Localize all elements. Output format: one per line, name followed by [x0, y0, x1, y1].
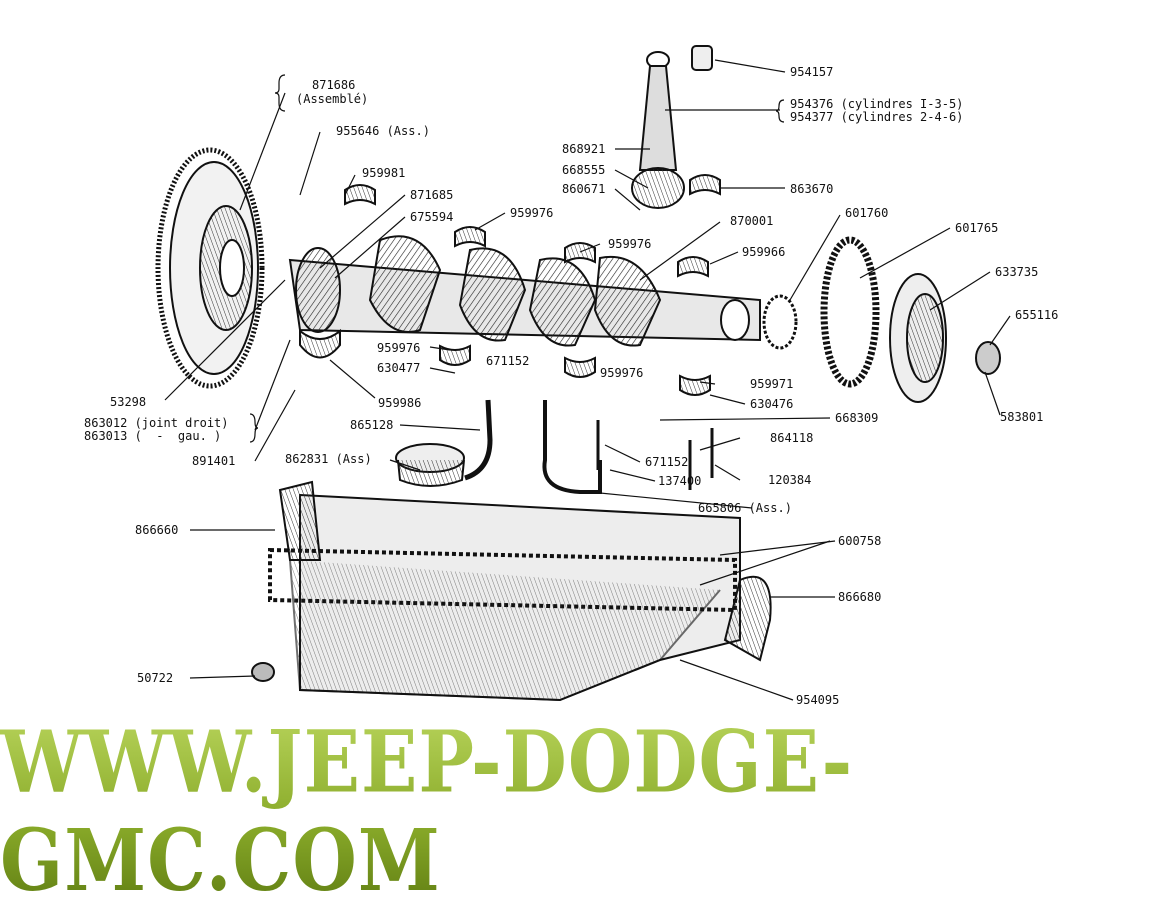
- pan-gasket-front: [723, 575, 772, 662]
- crankshaft: [288, 235, 761, 347]
- bearing-shells: [299, 174, 721, 396]
- label-891401: 891401: [192, 454, 236, 468]
- timing-gear: [762, 294, 798, 350]
- label-671152-top: 671152: [486, 354, 530, 368]
- label-655116: 655116: [1015, 308, 1059, 322]
- label-959971: 959971: [750, 377, 794, 391]
- label-862831: 862831 (Ass): [285, 452, 372, 466]
- label-137400: 137400: [658, 474, 702, 488]
- label-860671: 860671: [562, 182, 606, 196]
- label-601765: 601765: [955, 221, 999, 235]
- label-871685: 871685: [410, 188, 454, 202]
- label-675594: 675594: [410, 210, 454, 224]
- label-959976-top: 959976: [510, 206, 554, 220]
- label-53298: 53298: [110, 395, 147, 409]
- label-863670: 863670: [790, 182, 834, 196]
- label-959976-right: 959976: [600, 366, 644, 380]
- watermark-text: WWW.JEEP-DODGE-GMC.COM: [0, 713, 1152, 911]
- oil-pan: [268, 493, 741, 702]
- label-601760: 601760: [845, 206, 889, 220]
- flywheel: [155, 147, 265, 389]
- label-583801: 583801: [1000, 410, 1044, 424]
- label-865128: 865128: [350, 418, 394, 432]
- oil-pipe: [542, 400, 602, 494]
- timing-chain: [820, 236, 880, 388]
- crank-pulley: [889, 273, 947, 403]
- leader-lines: [164, 59, 1011, 701]
- label-959981: 959981: [362, 166, 406, 180]
- site-watermark: WWW.JEEP-DODGE-GMC.COM: [0, 713, 1152, 911]
- label-959966: 959966: [742, 245, 786, 259]
- oil-pump: [395, 399, 493, 487]
- label-955646: 955646 (Ass.): [336, 124, 430, 138]
- pan-gasket-rear: [278, 480, 322, 561]
- label-assemble: (Assemblé): [296, 92, 369, 106]
- label-120384: 120384: [768, 473, 812, 487]
- label-50722: 50722: [137, 671, 174, 685]
- label-866680: 866680: [838, 590, 882, 604]
- label-863013: 863013 ( - gau. ): [84, 429, 222, 443]
- label-863012: 863012 (joint droit): [84, 416, 229, 430]
- label-871686: 871686: [312, 78, 356, 92]
- engine-exploded-diagram: [155, 45, 1011, 702]
- label-954157: 954157: [790, 65, 834, 79]
- label-868921: 868921: [562, 142, 606, 156]
- label-870001: 870001: [730, 214, 774, 228]
- label-959976-low: 959976: [377, 341, 421, 355]
- label-630477: 630477: [377, 361, 421, 375]
- label-954377: 954377 (cylindres 2-4-6): [790, 110, 964, 124]
- label-954376: 954376 (cylindres I-3-5): [790, 97, 964, 111]
- label-600758: 600758: [838, 534, 882, 548]
- label-668555: 668555: [562, 163, 606, 177]
- label-665806: 665806 (Ass.): [698, 501, 792, 515]
- label-954095: 954095: [796, 693, 840, 707]
- label-671152-low: 671152: [645, 455, 689, 469]
- label-633735: 633735: [995, 265, 1039, 279]
- main-bearing-bolts: [596, 420, 714, 490]
- label-866660: 866660: [135, 523, 179, 537]
- label-864118: 864118: [770, 431, 814, 445]
- starter-nut: [975, 341, 1001, 375]
- label-668309: 668309: [835, 411, 879, 425]
- drain-plug: [251, 662, 275, 682]
- label-630476: 630476: [750, 397, 794, 411]
- connecting-rod: [631, 45, 713, 209]
- label-959976-mid: 959976: [608, 237, 652, 251]
- label-959986: 959986: [378, 396, 422, 410]
